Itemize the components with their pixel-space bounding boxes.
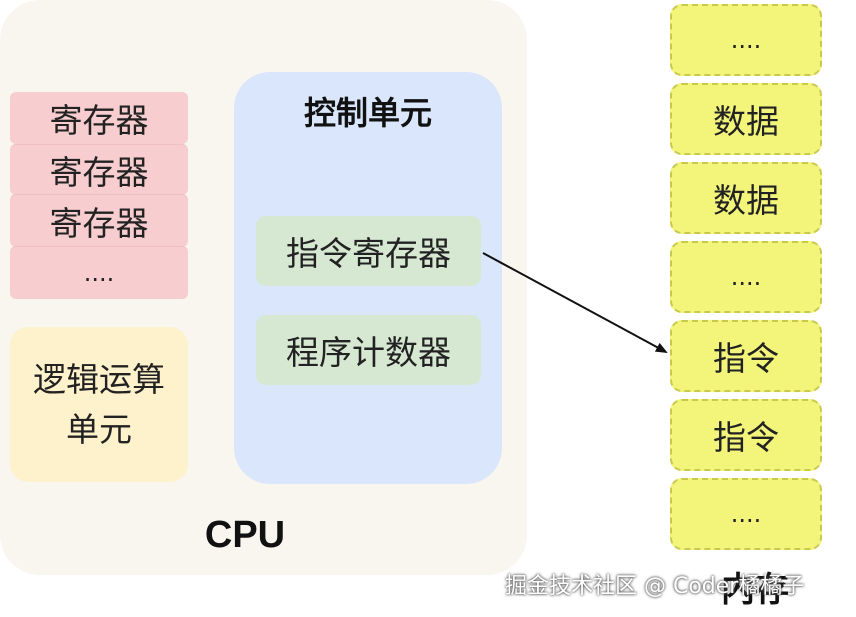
memory-cell-5: 指令 [670,320,822,392]
register-2: 寄存器 [10,144,188,195]
watermark: 掘金技术社区 @ Coder橘橘子 [505,574,805,599]
memory-label: 内存 [721,570,789,610]
alu-label-line2: 单元 [66,409,132,449]
alu-label-line1: 逻辑运算 [33,359,165,399]
memory-cell-2: 数据 [670,83,822,155]
register-1: 寄存器 [10,92,188,144]
control-unit-title: 控制单元 [303,94,432,132]
register-more: .... [10,246,188,299]
memory-cell-3: 数据 [670,162,822,234]
memory-cell-7: .... [670,478,822,550]
instruction-register: 指令寄存器 [256,216,481,286]
register-3: 寄存器 [10,194,188,247]
memory-cell-1: .... [670,4,822,76]
memory-cell-4: .... [670,241,822,313]
alu-block: 逻辑运算 单元 [10,327,188,482]
memory-cell-6: 指令 [670,399,822,471]
program-counter: 程序计数器 [256,315,481,385]
cpu-label: CPU [204,514,286,556]
